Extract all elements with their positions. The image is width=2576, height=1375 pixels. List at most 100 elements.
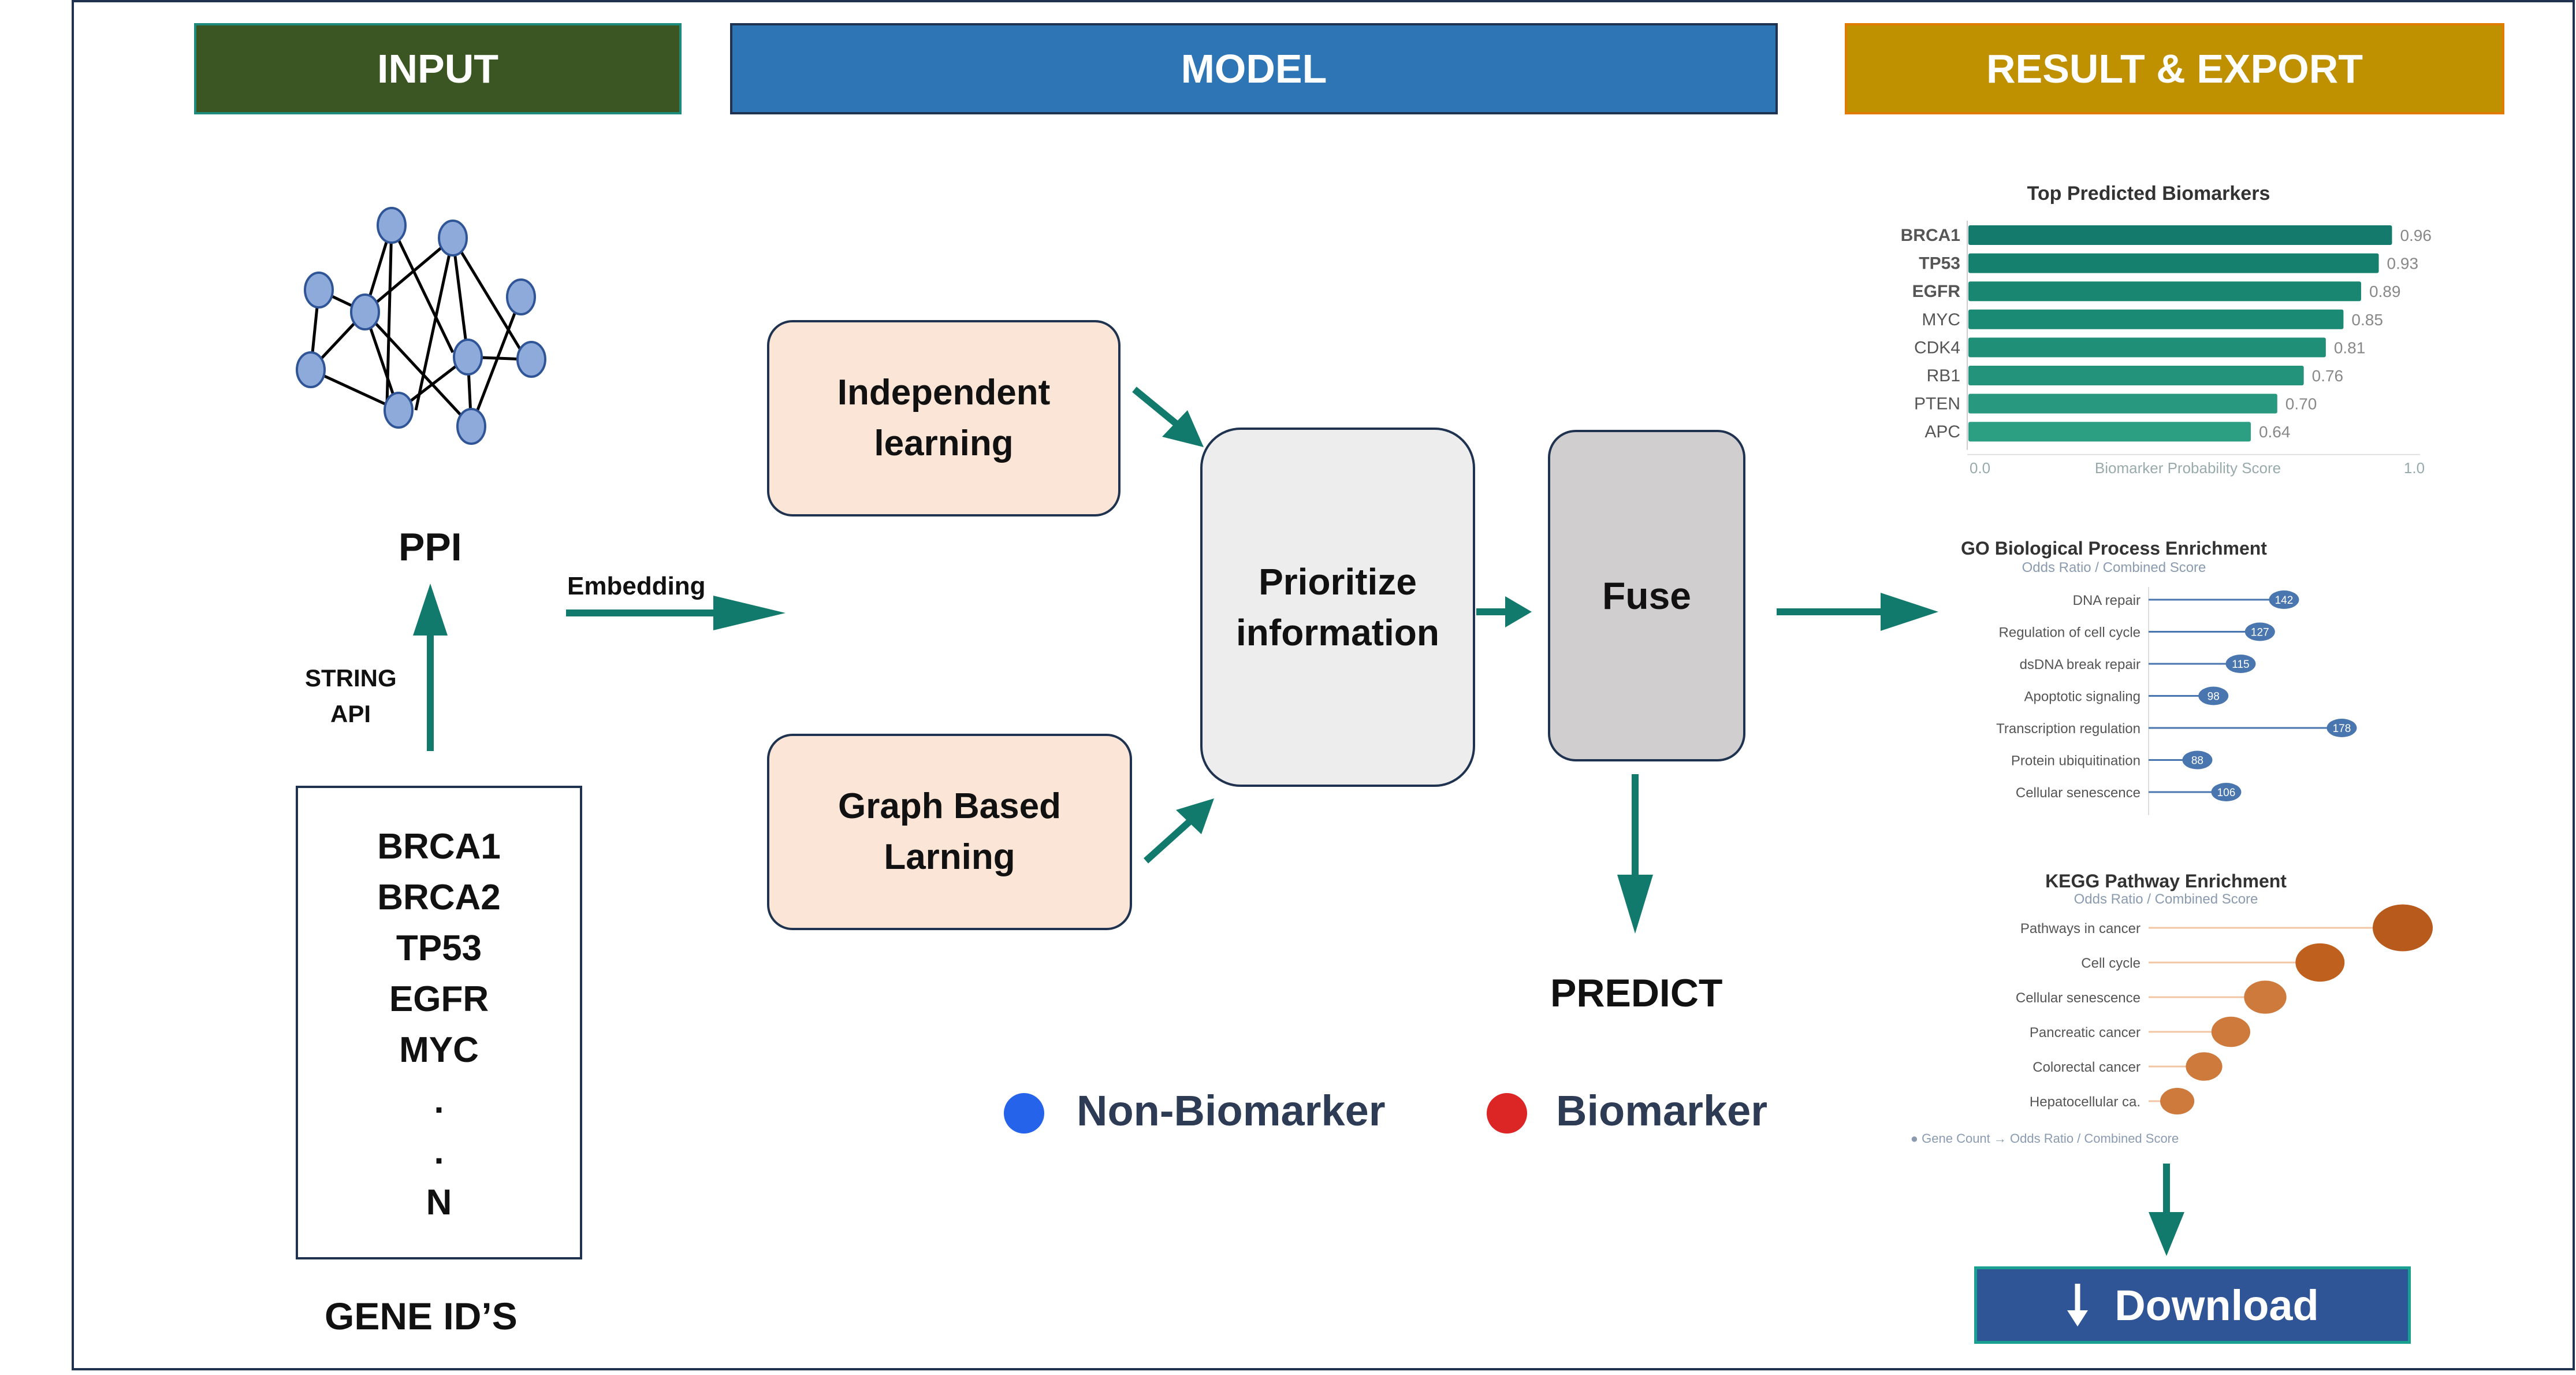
graph-learning-line2: Larning — [884, 837, 1015, 877]
tick-label: Regulation of cell cycle — [1999, 625, 2141, 641]
lollipop-point — [2198, 686, 2229, 705]
data-label: 0.85 — [2351, 311, 2383, 329]
tick-label: RB1 — [1927, 366, 1960, 385]
download-label: Download — [2115, 1281, 2319, 1329]
string-api-label-line1: STRING — [305, 664, 397, 692]
gene-list-box: BRCA1 BRCA2 TP53 EGFR MYC . . N — [296, 786, 582, 1259]
bar — [1968, 337, 2326, 358]
chart-footer: ● Gene Count → Odds Ratio / Combined Sco… — [1911, 1131, 2179, 1146]
independent-learning-line1: Independent — [837, 373, 1051, 412]
lollipop-point — [2373, 904, 2433, 952]
non-biomarker-dot — [1004, 1093, 1044, 1134]
chart-title: GO Biological Process Enrichment — [1961, 538, 2267, 559]
ppi-label: PPI — [399, 525, 462, 569]
gene-ids-label: GENE ID’S — [325, 1295, 518, 1337]
predict-label: PREDICT — [1550, 971, 1723, 1015]
lollipop-point — [2326, 719, 2357, 737]
tick-label: CDK4 — [1914, 338, 1960, 357]
tick-label: Cellular senescence — [2016, 990, 2141, 1006]
tick-label: Hepatocellular ca. — [2030, 1094, 2141, 1110]
lollipop-point — [2211, 1016, 2251, 1047]
lollipop-point — [2160, 1087, 2195, 1115]
tick-label: DNA repair — [2073, 593, 2141, 608]
data-label: 178 — [2333, 723, 2351, 735]
independent-learning-line2: learning — [874, 423, 1014, 463]
tick-label: dsDNA break repair — [2020, 657, 2141, 672]
prioritize-line1: Prioritize — [1259, 561, 1417, 603]
gene-item: MYC — [399, 1030, 479, 1070]
fuse-box: Fuse — [1548, 430, 1745, 761]
prioritize-to-fuse-arrow — [1476, 596, 1532, 627]
tick-label: Pancreatic cancer — [2030, 1025, 2141, 1040]
gene-item: N — [426, 1183, 452, 1222]
data-label: 0.76 — [2312, 367, 2344, 385]
bar — [1968, 225, 2392, 245]
data-label: 127 — [2251, 627, 2269, 639]
data-label: 0.96 — [2400, 226, 2432, 244]
tick-label: Transcription regulation — [1996, 721, 2141, 737]
result-header: RESULT & EXPORT — [1845, 23, 2504, 114]
biomarker-dot — [1487, 1093, 1527, 1134]
graph-learning-line1: Graph Based — [838, 786, 1061, 826]
chart-title: Top Predicted Biomarkers — [2027, 183, 2270, 205]
tick-label: MYC — [1922, 310, 1960, 329]
model-header: MODEL — [730, 23, 1778, 114]
data-label: 0.64 — [2259, 423, 2291, 441]
prioritize-information-box: Prioritize information — [1200, 428, 1475, 787]
bar — [1968, 393, 2277, 414]
embedding-arrow — [566, 596, 786, 630]
independent-to-prioritize-arrow — [1132, 387, 1204, 447]
data-label: 106 — [2217, 787, 2236, 799]
x-axis-label: Biomarker Probability Score — [2095, 459, 2281, 477]
tick-label: Cell cycle — [2081, 956, 2141, 971]
download-button[interactable]: Download — [1974, 1266, 2411, 1344]
data-label: 0.93 — [2387, 255, 2419, 273]
data-label: 0.89 — [2369, 283, 2401, 300]
chart-subtitle: Odds Ratio / Combined Score — [2022, 560, 2206, 575]
tick-label: BRCA1 — [1901, 226, 1960, 245]
gene-item: BRCA1 — [377, 827, 501, 867]
bar — [1968, 253, 2379, 273]
bar — [1968, 422, 2251, 442]
tick-label: Protein ubiquitination — [2011, 753, 2141, 769]
data-label: 115 — [2232, 659, 2249, 671]
result-to-download-arrow — [2149, 1164, 2184, 1256]
lollipop-point — [2182, 750, 2213, 770]
bar — [1968, 281, 2361, 302]
string-api-label-line2: API — [330, 700, 371, 727]
embedding-label: Embedding — [567, 572, 706, 600]
lollipop-point — [2186, 1052, 2223, 1081]
diagram-frame — [72, 0, 2575, 1370]
gene-item: . — [434, 1081, 444, 1121]
tick-label: TP53 — [1919, 254, 1960, 273]
chart-subtitle: Odds Ratio / Combined Score — [2074, 891, 2258, 907]
lollipop-point — [2244, 980, 2287, 1014]
tick-label: PTEN — [1914, 395, 1960, 414]
tick-label: 0.0 — [1970, 459, 1990, 477]
input-header: INPUT — [194, 23, 682, 114]
tick-label: Colorectal cancer — [2032, 1060, 2141, 1075]
tick-label: Apoptotic signaling — [2024, 689, 2141, 705]
tick-label: 1.0 — [2404, 459, 2425, 477]
lollipop-point — [2211, 783, 2242, 801]
fuse-to-predict-arrow — [1617, 774, 1653, 934]
graph-to-prioritize-arrow — [1143, 798, 1214, 864]
fuse-label: Fuse — [1602, 574, 1692, 617]
string-api-arrow — [413, 584, 448, 751]
tick-label: Cellular senescence — [2016, 785, 2141, 801]
gene-item: BRCA2 — [377, 878, 501, 917]
non-biomarker-label: Non-Biomarker — [1077, 1087, 1386, 1135]
data-label: 98 — [2208, 691, 2220, 703]
lollipop-point — [2269, 590, 2299, 609]
gene-item: . — [434, 1132, 444, 1172]
lollipop-point — [2225, 655, 2256, 673]
lollipop-point — [2295, 943, 2345, 982]
tick-label: APC — [1924, 422, 1960, 441]
gene-item: TP53 — [396, 928, 482, 968]
lollipop-point — [2244, 622, 2275, 641]
data-label: 88 — [2191, 755, 2203, 767]
tick-label: EGFR — [1912, 282, 1961, 301]
